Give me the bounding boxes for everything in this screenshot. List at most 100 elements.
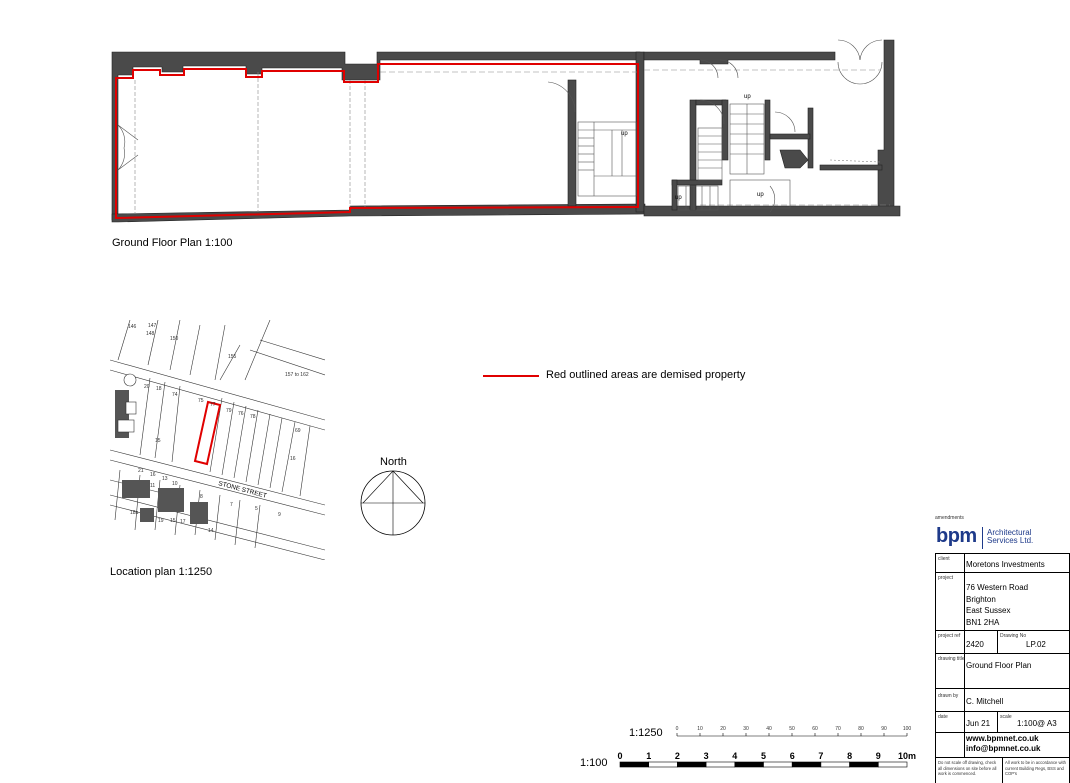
scale-segment <box>677 761 707 768</box>
plot-label: 15 <box>170 518 176 524</box>
scale-tick-label: 70 <box>835 726 841 732</box>
plot-label: 19 <box>158 518 164 524</box>
north-label: North <box>380 456 407 468</box>
plot-label: 146 <box>128 324 137 330</box>
scale-segment <box>648 761 678 768</box>
scale-tick-label: 0 <box>676 726 679 732</box>
scale-tick-label: 8 <box>847 751 852 761</box>
scale-segment <box>877 761 908 768</box>
scale-segment <box>763 761 793 768</box>
ground-floor-plan: up up up up <box>111 39 901 223</box>
rear-doors <box>699 39 883 133</box>
amendments-label: amendments <box>935 515 964 521</box>
up-label: up <box>621 131 628 137</box>
plot-label: 74 <box>172 392 178 398</box>
plot-label: 21 <box>138 468 144 474</box>
up-label: up <box>675 195 682 201</box>
plot-label: 76 <box>238 411 244 417</box>
plan-walls <box>111 39 901 223</box>
scale-segment <box>791 761 822 768</box>
street-name: STONE STREET <box>217 480 267 500</box>
client-label: client <box>938 556 950 562</box>
plot-label: 17 <box>180 519 186 525</box>
scale-segment <box>849 761 879 768</box>
plot-label: 16 <box>150 472 156 478</box>
logo: bpm <box>936 525 977 547</box>
title-block: amendments bpm Architectural Services Lt… <box>935 513 1070 783</box>
plot-label: 16 <box>290 456 296 462</box>
email-link[interactable]: info@bpmnet.co.uk <box>966 744 1041 753</box>
drawing-title-value: Ground Floor Plan <box>966 661 1032 670</box>
plan-internal-lines <box>134 69 890 214</box>
plot-label: 77 <box>210 402 216 408</box>
scale-tick-label: 80 <box>858 726 864 732</box>
demised-outline <box>115 63 639 220</box>
legend-red-line <box>483 375 539 377</box>
website-link[interactable]: www.bpmnet.co.uk <box>966 734 1039 743</box>
scale-segment <box>820 761 850 768</box>
scale-segment <box>734 761 764 768</box>
plot-label: 11 <box>150 483 155 489</box>
north-arrow-icon <box>360 470 426 536</box>
scale-100-label: 1:100 <box>580 757 608 769</box>
drawn-by-value: C. Mitchell <box>966 697 1004 706</box>
scale-tick-label: 30 <box>743 726 749 732</box>
plot-label: 18a <box>130 510 139 516</box>
regulations-note: All work to be in accordance with curren… <box>1005 760 1066 777</box>
scale-tick-label: 9 <box>876 751 881 761</box>
drawing-title-label: drawing title <box>938 656 965 662</box>
plot-label: 148 <box>146 331 155 337</box>
project-ref-label: project ref <box>938 633 961 639</box>
scale-tick-label: 10m <box>898 751 916 761</box>
plot-label: 14 <box>208 528 214 534</box>
plot-label: 155 <box>228 354 237 360</box>
scale-tick-label: 60 <box>812 726 818 732</box>
scale-tick-label: 40 <box>766 726 772 732</box>
drawing-no-label: Drawing No <box>1000 633 1027 639</box>
scale-segment <box>619 761 650 768</box>
location-plan-caption: Location plan 1:1250 <box>110 566 213 578</box>
plot-label: 150 <box>170 336 179 342</box>
plot-label: 79 <box>226 408 232 414</box>
plot-label: 78 <box>250 414 256 420</box>
plot-label: 75 <box>198 398 204 404</box>
project-line: East Sussex <box>966 606 1011 615</box>
scale-tick-label: 90 <box>881 726 887 732</box>
plot-label: 5 <box>255 506 258 512</box>
rear-staircases <box>677 103 791 213</box>
plot-label: 20 <box>144 384 150 390</box>
up-label: up <box>744 94 751 100</box>
stair-up-labels: up up up up <box>621 94 764 201</box>
scale-tick-label: 5 <box>761 751 766 761</box>
project-line: BN1 2HA <box>966 618 1000 627</box>
plot-label: 7 <box>230 502 233 508</box>
logo-subtitle-1: Architectural <box>987 528 1032 537</box>
logo-subtitle-2: Services Ltd. <box>987 536 1034 545</box>
scale-tick-label: 50 <box>789 726 795 732</box>
scale-tick-label: 20 <box>720 726 726 732</box>
project-ref-value: 2420 <box>966 640 984 649</box>
plot-label: 15 <box>155 438 161 444</box>
plot-label: 157 to 162 <box>285 372 309 378</box>
scale-tick-label: 0 <box>617 751 622 761</box>
date-label: date <box>938 714 948 720</box>
project-label: project <box>938 575 954 581</box>
plot-label: 9 <box>278 512 281 518</box>
location-demised-plot <box>193 400 222 466</box>
scale-value: 1:100@ A3 <box>1017 719 1057 728</box>
scale-bar-1250: 0 10 20 30 40 50 60 70 80 90 100 <box>676 726 912 737</box>
legend-text: Red outlined areas are demised property <box>546 369 746 381</box>
plot-label: 10 <box>172 481 178 487</box>
plot-label: 13 <box>162 476 168 482</box>
date-value: Jun 21 <box>966 719 991 728</box>
scale-tick-label: 1 <box>646 751 651 761</box>
up-label: up <box>757 192 764 198</box>
scale-tick-label: 7 <box>818 751 823 761</box>
scale-tick-label: 10 <box>697 726 703 732</box>
project-line: 76 Western Road <box>966 583 1029 592</box>
central-staircase <box>547 81 637 197</box>
scale-segment <box>705 761 736 768</box>
scale-tick-label: 100 <box>903 726 912 732</box>
drawing-no-value: LP.02 <box>1026 640 1046 649</box>
